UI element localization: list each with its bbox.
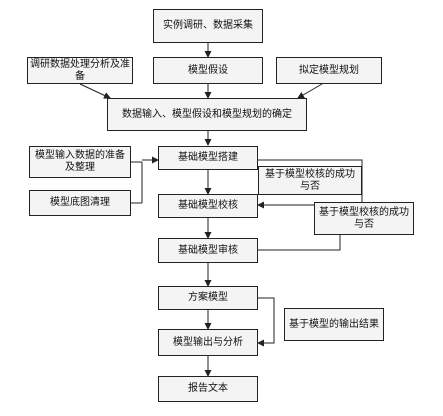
node-base-map: 模型底图清理 xyxy=(29,190,131,216)
node-determine: 数据输入、模型假设和模型规划的确定 xyxy=(107,98,307,131)
node-calibrate: 基础模型校核 xyxy=(158,194,258,218)
feedback-loop-1 xyxy=(257,159,363,209)
node-audit: 基础模型审核 xyxy=(158,238,258,263)
node-processing: 调研数据处理分析及准备 xyxy=(27,57,133,84)
node-report: 报告文本 xyxy=(158,376,258,402)
node-assumption: 模型假设 xyxy=(153,57,263,84)
node-input-prep: 模型输入数据的准备及整理 xyxy=(29,146,131,178)
node-planning: 拟定模型规划 xyxy=(276,57,382,84)
node-survey: 实例调研、数据采集 xyxy=(153,9,263,43)
node-calib-feedback-1: 基于模型校核的成功与否 xyxy=(258,166,362,195)
feedback-loop-output xyxy=(257,297,275,347)
arrow-processing-to-determine xyxy=(79,83,111,99)
node-scheme: 方案模型 xyxy=(158,286,258,310)
node-output-analysis: 模型输出与分析 xyxy=(158,329,258,356)
node-output-basis: 基于模型的输出结果 xyxy=(284,308,384,341)
arrow-planning-to-determine xyxy=(297,83,323,99)
node-calib-feedback-2: 基于模型校核的成功与否 xyxy=(314,202,414,235)
node-build: 基础模型搭建 xyxy=(158,146,258,170)
